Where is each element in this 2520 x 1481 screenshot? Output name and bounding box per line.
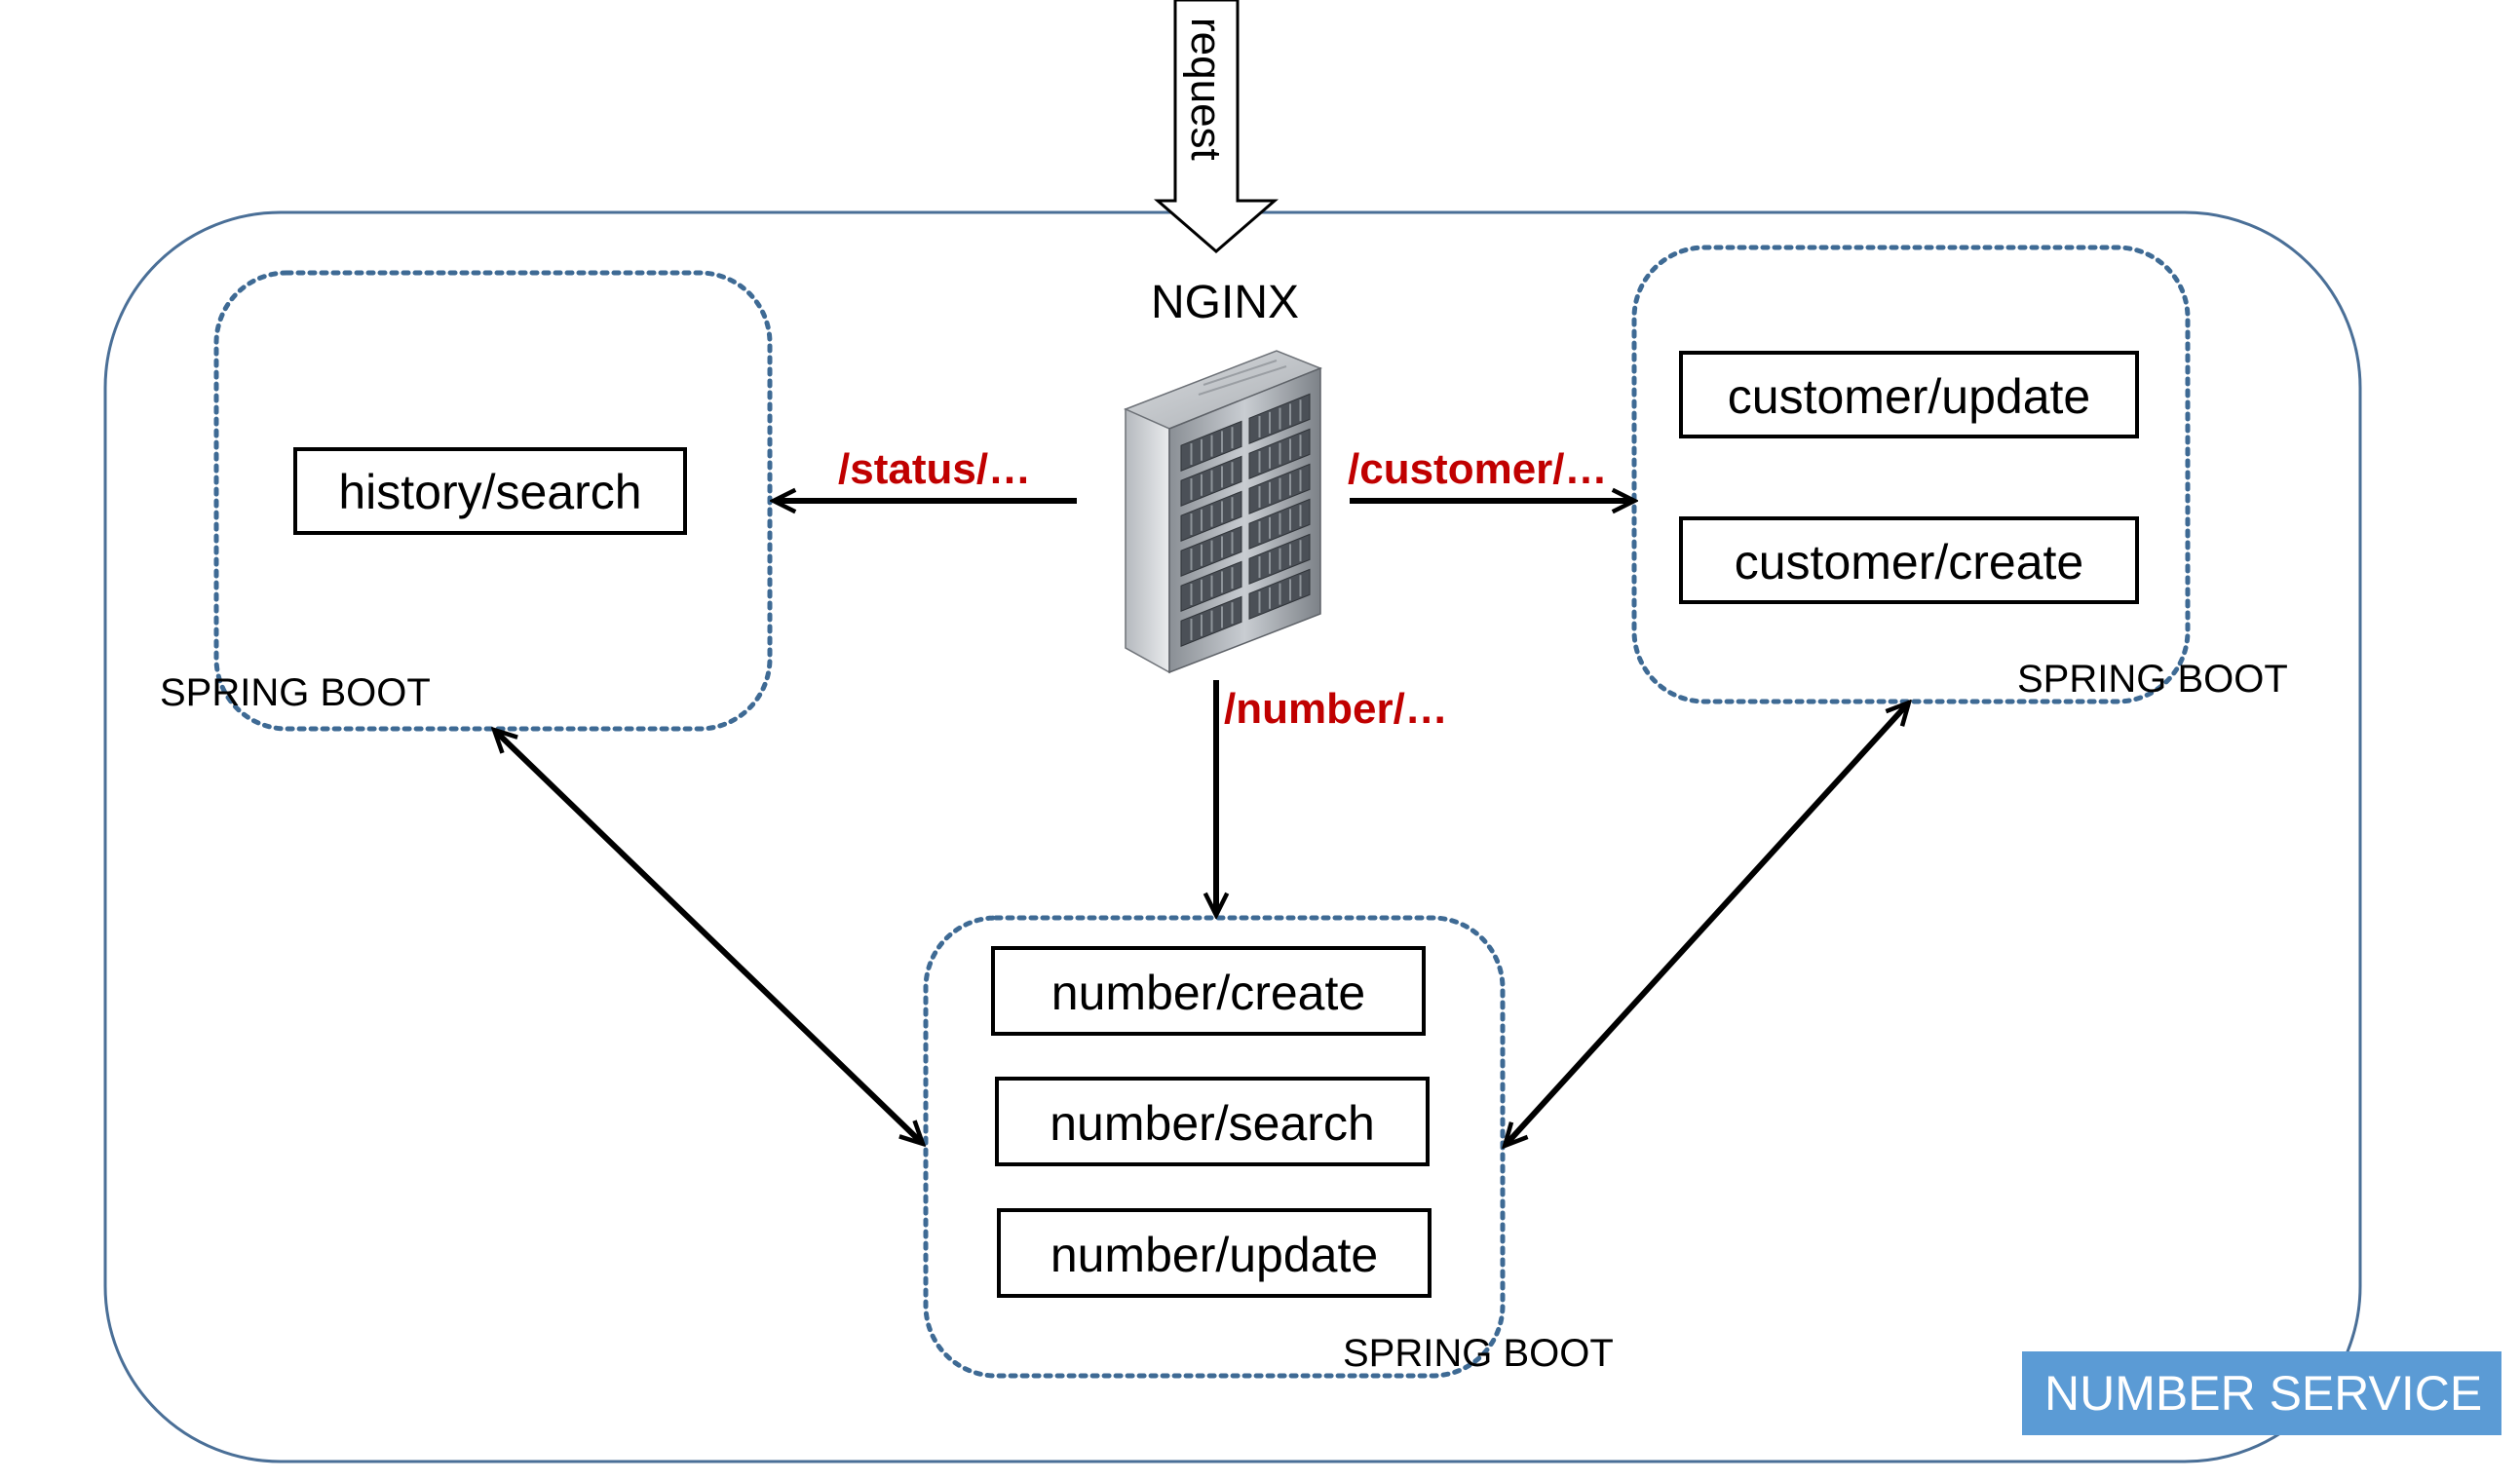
- endpoint-box: history/search: [293, 447, 687, 535]
- endpoint-label: number/update: [1050, 1228, 1378, 1282]
- framework-label: SPRING BOOT: [1343, 1332, 1614, 1375]
- endpoint-box: number/update: [997, 1208, 1432, 1298]
- framework-label: SPRING BOOT: [160, 671, 431, 714]
- route-label-number: /number/…: [1224, 685, 1448, 733]
- endpoint-box: number/create: [991, 946, 1426, 1036]
- request-label: request: [1182, 18, 1230, 161]
- customer-service: customer/update customer/create SPRING B…: [1631, 245, 2288, 704]
- request-arrow: request: [1153, 0, 1279, 253]
- customer-service-container: [1631, 245, 2191, 704]
- endpoint-label: history/search: [338, 465, 641, 519]
- server-rack-icon: [1124, 350, 1323, 674]
- link-customer-number: [1506, 703, 1908, 1145]
- route-label-status: /status/…: [838, 445, 1031, 493]
- endpoint-box: number/search: [995, 1077, 1430, 1166]
- route-label-customer: /customer/…: [1348, 445, 1608, 493]
- history-service: history/search SPRING BOOT: [160, 270, 773, 732]
- system-badge-label: NUMBER SERVICE: [2044, 1366, 2482, 1421]
- endpoint-label: number/search: [1050, 1096, 1375, 1151]
- endpoint-box: customer/create: [1679, 516, 2139, 604]
- endpoint-label: customer/create: [1735, 535, 2083, 589]
- endpoint-label: number/create: [1051, 966, 1365, 1020]
- endpoint-label: customer/update: [1728, 369, 2090, 424]
- gateway-label: NGINX: [1151, 277, 1299, 328]
- link-history-number: [495, 731, 922, 1143]
- framework-label: SPRING BOOT: [2017, 658, 2288, 701]
- system-badge: NUMBER SERVICE: [2022, 1351, 2501, 1435]
- number-service: number/create number/search number/updat…: [923, 915, 1614, 1379]
- endpoint-box: customer/update: [1679, 351, 2139, 438]
